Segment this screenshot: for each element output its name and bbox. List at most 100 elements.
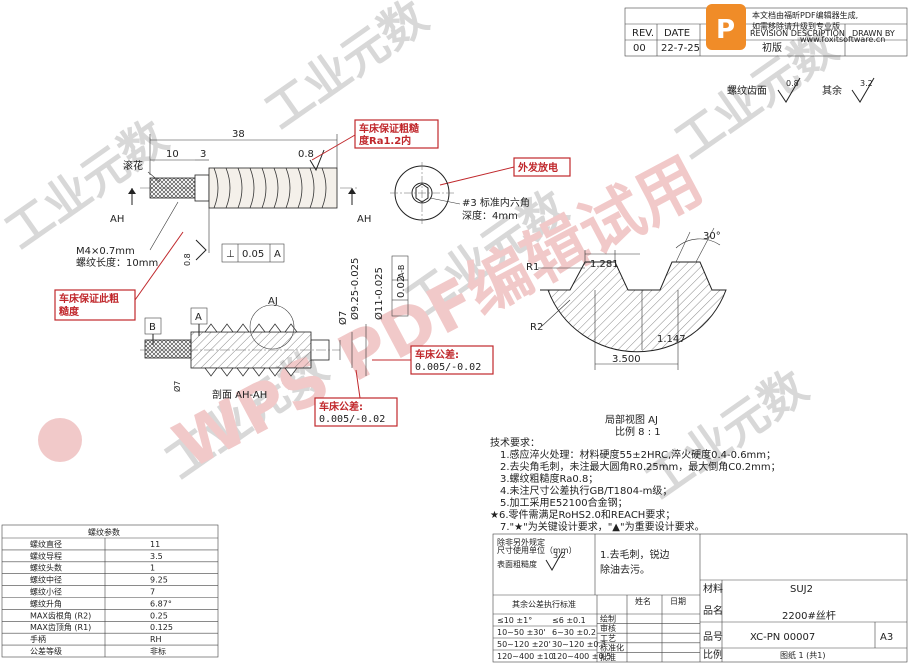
param-value: 3.5 bbox=[150, 552, 163, 561]
partno-value: XC-PN 00007 bbox=[750, 632, 815, 643]
detail-dim-1281: 1.281 bbox=[590, 259, 619, 270]
surface-roughness-general: 螺纹齿面 0.8 其余 3.2 bbox=[727, 77, 875, 103]
detail-title: 局部视图 AJ bbox=[605, 413, 658, 426]
param-name: 螺纹导程 bbox=[30, 551, 62, 561]
thread-profile-section bbox=[540, 261, 727, 353]
perp-value: 0.05 bbox=[242, 249, 264, 260]
tol-linear: 30~120 ±0.3 bbox=[552, 640, 606, 649]
callout-lathe-roughness-2: 车床保证此粗 糙度 bbox=[54, 231, 184, 321]
finish-note-3: 表面粗糙度 bbox=[497, 559, 537, 569]
knurled-end bbox=[149, 177, 196, 199]
dim-925: Ø9.25-0.025 bbox=[349, 258, 361, 320]
tech-item-1: 1.感应淬火处理：材料硬度55±2HRC,淬火硬度0.4-0.6mm； bbox=[500, 448, 776, 461]
deburr-line-1: 1.去毛刺，锐边 bbox=[600, 548, 670, 561]
foxit-logo-icon bbox=[706, 4, 746, 50]
foxit-notice-line1: 本文档由福昕PDF编辑器生成, bbox=[752, 10, 858, 20]
param-name: 螺纹小径 bbox=[30, 587, 62, 597]
dim-d7-left: Ø7 bbox=[172, 381, 182, 392]
sign-row-label: 绘制 bbox=[600, 614, 616, 624]
roughness-thread-face-value: 0.8 bbox=[786, 79, 799, 88]
finish-note-1: 除非另外规定 bbox=[497, 537, 545, 547]
dim-d7: Ø7 bbox=[337, 311, 349, 325]
callout-lathe-roughness-1-line2: 度Ra1.2内 bbox=[359, 134, 411, 147]
callout-tolerance-1: 车床公差: 0.005/-0.02 bbox=[372, 345, 494, 375]
tol-linear: 120~400 ±0.5 bbox=[552, 652, 611, 661]
foxit-overlay[interactable]: P 本文档由福昕PDF编辑器生成, 如需移除请升级到专业版 www.foxits… bbox=[706, 4, 885, 50]
param-value: 非标 bbox=[150, 646, 166, 656]
thread-spec-line2: 螺纹长度：10mm bbox=[76, 256, 158, 269]
sign-row-label: 批准 bbox=[600, 652, 616, 662]
tol-linear: 6~30 ±0.2 bbox=[552, 628, 596, 637]
param-value: 0.25 bbox=[150, 611, 168, 620]
callout-edm: 外发放电 bbox=[439, 157, 571, 186]
param-value: 6.87° bbox=[150, 599, 172, 608]
material-value: SUJ2 bbox=[790, 584, 813, 595]
scale-label: 比例 bbox=[703, 648, 723, 661]
finish-value: 3.2 bbox=[553, 551, 566, 560]
foxit-notice-link[interactable]: www.foxitsoftware.cn bbox=[800, 35, 885, 44]
param-value: 0.125 bbox=[150, 623, 173, 632]
param-value: 9.25 bbox=[150, 576, 168, 585]
callout-lathe-roughness-1-line1: 车床保证粗糙 bbox=[359, 122, 419, 135]
param-value: 1 bbox=[150, 564, 155, 573]
callout-edm-label: 外发放电 bbox=[517, 161, 558, 174]
param-value: RH bbox=[150, 635, 162, 644]
tol-angle: ≤10 ±1° bbox=[497, 616, 532, 625]
tol-angle: 50~120 ±20' bbox=[497, 640, 551, 649]
detail-r1: R1 bbox=[526, 262, 539, 273]
tol-linear: ≤6 ±0.1 bbox=[552, 616, 586, 625]
param-name: 螺纹直径 bbox=[30, 539, 62, 549]
callout-lathe-roughness-2-line1: 车床保证此粗 bbox=[59, 292, 119, 305]
tol-title: 其余公差执行标准 bbox=[512, 599, 576, 609]
rev-cell-description: 初版 bbox=[762, 41, 782, 54]
param-value: 11 bbox=[150, 540, 160, 549]
section-view: B A AJ Ø7 剖面 AH-AH Ø7 Ø9.25-0.025 Ø11-0.… bbox=[140, 255, 409, 401]
tech-item-7: 7."★"为关键设计要求，"▲"为重要设计要求。 bbox=[500, 520, 705, 533]
size-label: A3 bbox=[880, 632, 893, 643]
tech-item-3: 3.螺纹粗糙度Ra0.8； bbox=[500, 472, 598, 485]
sign-row-label: 审核 bbox=[600, 623, 616, 633]
hex-socket-line1: #3 标准内六角 bbox=[462, 196, 530, 209]
chamfer-label: 滚花 bbox=[123, 159, 143, 172]
params-title: 螺纹参数 bbox=[88, 527, 120, 537]
main-view: 38 10 3 0.8 滚花 AH AH M4×0.7mm 螺纹长度：10mm … bbox=[76, 129, 371, 269]
roughness-rest-label: 其余 bbox=[822, 84, 842, 97]
rev-header-description: REVISION DESCRIPTION bbox=[750, 29, 845, 38]
section-mark-right: AH bbox=[357, 214, 371, 225]
dim-10: 10 bbox=[166, 149, 179, 160]
dim-11: Ø11-0.025 bbox=[373, 267, 385, 320]
sheet-label: 图纸 1 (共1) bbox=[780, 650, 826, 660]
thread-spec-line1: M4×0.7mm bbox=[76, 246, 135, 257]
material-label: 材料 bbox=[703, 582, 723, 595]
section-caption: 剖面 AH-AH bbox=[212, 388, 267, 401]
title-block: 除非另外规定 尺寸使用单位（mm） 表面粗糙度 3.2 1.去毛刺，锐边 除油去… bbox=[492, 533, 908, 663]
tech-item-2: 2.去尖角毛刺，未注最大圆角R0.25mm，最大倒角C0.2mm； bbox=[500, 460, 781, 473]
rev-header-drawn-by: DRAWN BY bbox=[852, 29, 895, 38]
dim-3: 3 bbox=[200, 149, 206, 160]
roughness-thread-face-label: 螺纹齿面 bbox=[727, 84, 767, 97]
param-name: MAX齿顶角 (R1) bbox=[30, 622, 91, 632]
sign-row-label: 工艺 bbox=[600, 634, 616, 643]
callout-tolerance-1-value: 0.005/-0.02 bbox=[415, 362, 481, 373]
tech-requirements: 技术要求： 1.感应淬火处理：材料硬度55±2HRC,淬火硬度0.4-0.6mm… bbox=[490, 436, 781, 533]
detail-dim-1147: 1.147 bbox=[657, 334, 686, 345]
param-name: 手柄 bbox=[30, 634, 46, 644]
foxit-notice-line2: 如需移除请升级到专业版 bbox=[752, 21, 840, 31]
param-name: 公差等级 bbox=[30, 646, 62, 656]
callout-lathe-roughness-1: 车床保证粗糙 度Ra1.2内 bbox=[311, 119, 439, 161]
dim-38: 38 bbox=[232, 129, 245, 140]
detail-angle: 30° bbox=[703, 231, 721, 242]
rev-cell-rev: 00 bbox=[633, 43, 646, 54]
param-name: MAX齿根角 (R2) bbox=[30, 610, 91, 620]
hex-socket-line2: 深度：4mm bbox=[462, 209, 518, 222]
runout-value: 0.02 bbox=[396, 276, 407, 298]
callout-tolerance-1-title: 车床公差: bbox=[415, 348, 459, 361]
rev-cell-date: 22-7-25 bbox=[661, 43, 700, 54]
name-value: 2200#丝杆 bbox=[782, 610, 836, 622]
callout-lathe-roughness-2-line2: 糙度 bbox=[59, 305, 80, 318]
end-view: #3 标准内六角 深度：4mm bbox=[390, 162, 530, 224]
detail-dim-3500: 3.500 bbox=[612, 354, 641, 365]
perp-symbol: ⊥ bbox=[226, 249, 235, 260]
param-name: 螺纹中径 bbox=[30, 575, 62, 585]
